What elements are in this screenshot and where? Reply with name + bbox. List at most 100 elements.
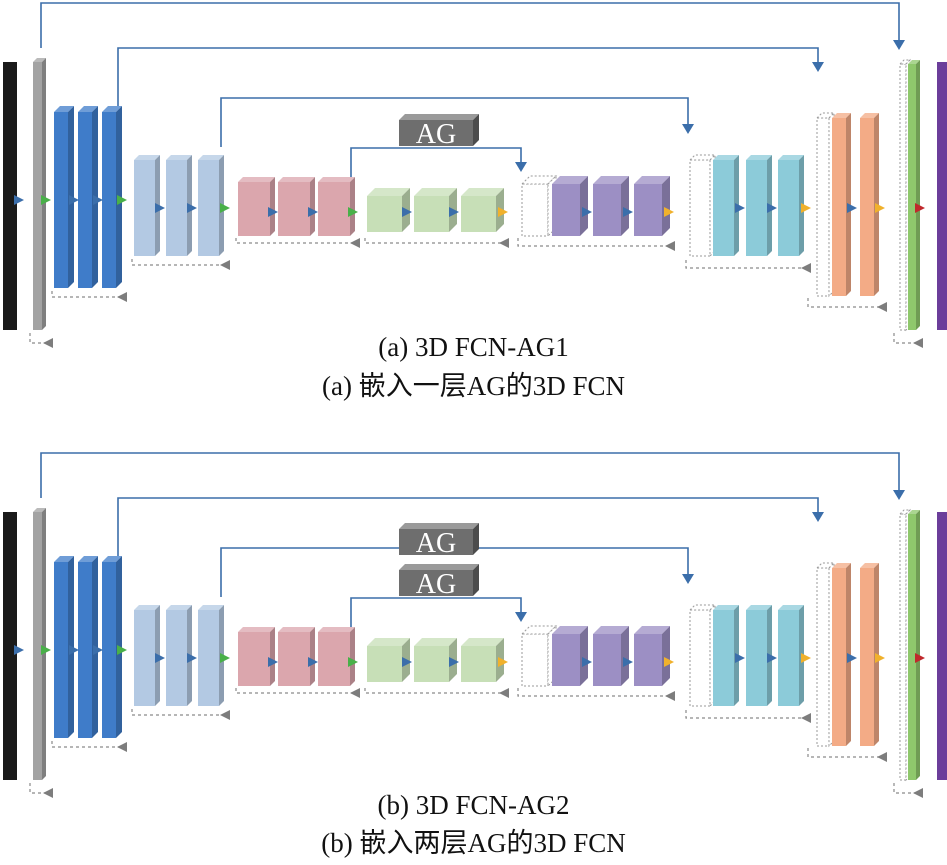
ag-box-top [399, 114, 479, 120]
skip-connection [117, 47, 819, 108]
block-top [552, 626, 588, 634]
arrow-head [220, 710, 230, 720]
ag-box-side [473, 523, 479, 555]
arrow-head [117, 742, 127, 752]
block-top [78, 106, 98, 112]
pooling-path [685, 260, 804, 269]
decoder-level1-upsample [520, 174, 558, 238]
block-front [860, 118, 874, 296]
arrow-head [801, 653, 811, 663]
block-side [662, 176, 670, 236]
arrow-head [582, 207, 592, 217]
block-top [713, 155, 739, 160]
decoder-level4-block [908, 510, 920, 780]
arrow-head [220, 203, 230, 213]
decoder-level2-block [778, 155, 804, 256]
block-front [414, 646, 449, 682]
arrow-head [801, 263, 811, 273]
arrow-head [117, 195, 127, 205]
arrow-head [402, 207, 412, 217]
pooling-path [364, 688, 502, 694]
skip-connection [350, 147, 522, 179]
arrow-head [915, 653, 925, 663]
encoder-level3-block [166, 155, 192, 256]
output-volume [937, 512, 947, 780]
block-front [816, 117, 830, 297]
skip-connection [350, 597, 522, 629]
block-side [916, 60, 920, 330]
block-top [198, 155, 224, 160]
arrow-head [498, 657, 508, 667]
arrow-head [665, 241, 675, 251]
ag-box-front [399, 529, 473, 555]
arrow-head [155, 653, 165, 663]
arrow-head [117, 645, 127, 655]
block-front [33, 512, 42, 780]
pooling-path [235, 688, 353, 694]
encoder-level2-block [54, 556, 74, 738]
encoder-level4-block [238, 177, 275, 236]
pooling-path [807, 298, 880, 308]
decoder-level1-block [552, 176, 588, 236]
block-front [198, 610, 219, 706]
skip-arrow-head [893, 40, 905, 50]
attention-gate: AG [399, 114, 479, 150]
block-side [662, 626, 670, 686]
pooling-path [131, 709, 223, 716]
pooling-path [517, 238, 668, 247]
arrow-head [350, 688, 360, 698]
block-side [621, 176, 629, 236]
arrow-head [187, 203, 197, 213]
pooling-path [235, 238, 353, 244]
block-top [367, 638, 410, 646]
block-front [908, 514, 916, 780]
arrow-head [402, 657, 412, 667]
block-front [521, 633, 549, 687]
block-front [832, 118, 846, 296]
bottleneck-block [461, 188, 504, 232]
pooling-path [893, 783, 916, 794]
encoder-level1-block [33, 508, 46, 780]
block-top [461, 638, 504, 646]
decoder-level1-block [634, 176, 670, 236]
arrow-head [498, 207, 508, 217]
block-top [414, 638, 457, 646]
block-side [621, 626, 629, 686]
arrow-head [155, 203, 165, 213]
block-top [713, 605, 739, 610]
block-top [102, 106, 122, 112]
block-front [238, 632, 270, 686]
block-front [166, 610, 187, 706]
block-top [746, 155, 772, 160]
block-top [134, 155, 160, 160]
arrow-head [308, 657, 318, 667]
block-top [778, 155, 804, 160]
block-front [367, 646, 402, 682]
pooling-path [29, 783, 46, 794]
pooling-path [517, 688, 668, 697]
block-side [350, 177, 355, 236]
arrow-head [348, 207, 358, 217]
ag-box-front [399, 120, 473, 146]
block-front [102, 562, 116, 738]
bottleneck-block [461, 638, 504, 682]
block-top [134, 605, 160, 610]
ag-label: AG [416, 119, 456, 150]
skip-arrow-head [682, 574, 694, 584]
block-front [414, 196, 449, 232]
output-volume [937, 62, 947, 330]
pooling-path [51, 741, 120, 748]
attention-gate: AG [399, 564, 479, 600]
encoder-level4-block [278, 177, 315, 236]
encoder-level4-block [278, 627, 315, 686]
arrow-head [847, 653, 857, 663]
block-side [310, 177, 315, 236]
bottleneck-block [367, 638, 410, 682]
block-top [238, 627, 275, 632]
pooling-path [29, 333, 46, 344]
block-front [634, 184, 662, 236]
block-front [689, 159, 711, 257]
arrow-head [499, 688, 509, 698]
skip-arrow-head [682, 124, 694, 134]
block-front [713, 610, 734, 706]
